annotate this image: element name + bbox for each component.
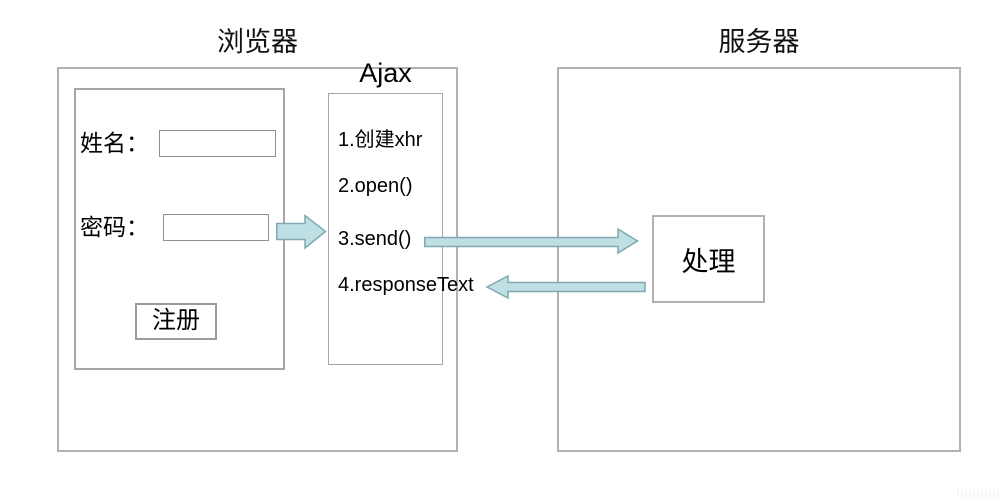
name-input[interactable]: [159, 130, 276, 157]
server-box: [557, 67, 961, 452]
password-input[interactable]: [163, 214, 269, 241]
server-title: 服务器: [718, 27, 800, 57]
ajax-step-response-text: 4.responseText: [338, 274, 474, 296]
process-box: 处理: [652, 215, 765, 303]
name-label: 姓名：: [80, 131, 149, 156]
password-label: 密码：: [80, 215, 149, 240]
browser-title: 浏览器: [217, 27, 298, 57]
process-label: 处理: [681, 246, 736, 277]
ajax-box: [328, 93, 443, 365]
register-button[interactable]: 注册: [135, 303, 217, 340]
browser-box: [57, 67, 458, 452]
response-arrow-icon: [485, 274, 646, 300]
watermark: [957, 489, 1001, 497]
ajax-title: Ajax: [359, 58, 412, 88]
send-request-arrow-icon: [424, 227, 639, 255]
ajax-step-open: 2.open(): [338, 175, 413, 197]
ajax-step-create-xhr: 1.创建xhr: [338, 129, 423, 151]
form-to-ajax-arrow-icon: [276, 213, 327, 250]
ajax-step-send: 3.send(): [338, 228, 412, 250]
